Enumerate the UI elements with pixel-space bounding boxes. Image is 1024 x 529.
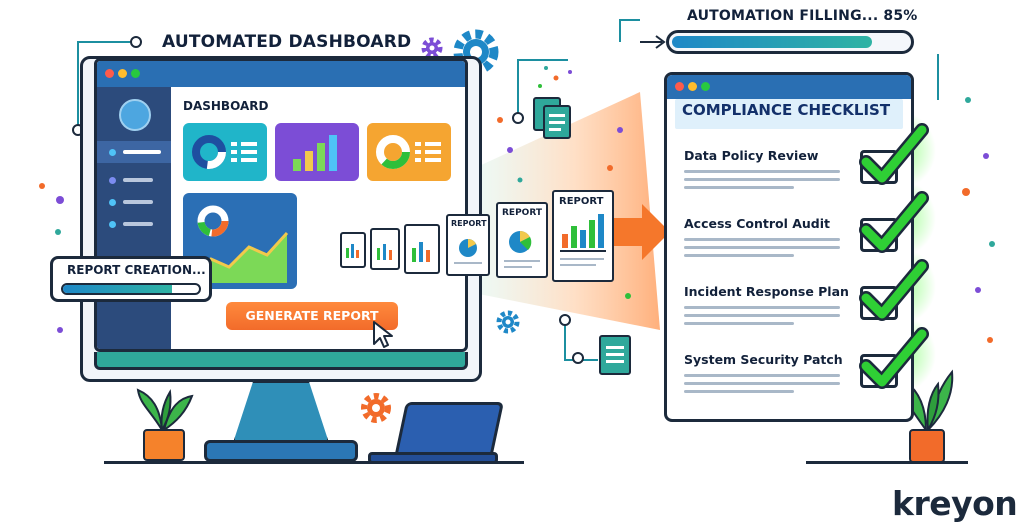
- dashboard-sidebar: [97, 87, 171, 349]
- donut-chart-icon-orange: [376, 135, 441, 169]
- report-document-label: REPORT: [502, 208, 542, 218]
- report-document-md: REPORT: [446, 214, 490, 276]
- monitor-bezel-bottom: [94, 352, 468, 370]
- card-bar-chart[interactable]: [275, 123, 359, 181]
- checklist-item-line: [684, 254, 794, 257]
- gear-icon-small: [421, 37, 443, 59]
- checklist-item-line: [684, 238, 840, 241]
- report-creation-progress-bar: [61, 283, 201, 295]
- checklist-item-line: [684, 374, 840, 377]
- report-creation-widget: REPORT CREATION...: [50, 256, 212, 302]
- checklist-item-line: [684, 186, 794, 189]
- report-creation-label: REPORT CREATION...: [67, 263, 206, 277]
- dashboard-screen: DASHBOARD: [94, 58, 468, 352]
- laptop-screen: [394, 402, 504, 458]
- report-document-sm: [404, 224, 440, 274]
- window-maximize-dot[interactable]: [131, 69, 140, 78]
- automation-progress-bar: [666, 30, 914, 54]
- bar-chart-icon: [293, 135, 337, 171]
- checklist-item-line: [684, 246, 840, 249]
- desk-line: [104, 461, 524, 464]
- sidebar-item[interactable]: [97, 171, 171, 189]
- checkmarks: [859, 123, 929, 389]
- checklist-item-line: [684, 306, 840, 309]
- checklist-item-line: [684, 390, 794, 393]
- checklist-item-label: Access Control Audit: [684, 216, 831, 231]
- brand-logo: kreyon: [892, 484, 1018, 523]
- sidebar-item[interactable]: [97, 215, 171, 233]
- checklist-item-label: Incident Response Plan: [684, 284, 849, 299]
- checklist-item-line: [684, 314, 840, 317]
- dashboard-heading: DASHBOARD: [183, 99, 269, 113]
- checklist-item-line: [684, 382, 840, 385]
- sidebar-item-active[interactable]: [97, 141, 171, 163]
- automation-progress-fill: [672, 36, 872, 48]
- window-minimize-dot[interactable]: [688, 82, 697, 91]
- window-title-bar: [97, 61, 465, 87]
- card-donut-chart[interactable]: [367, 123, 451, 181]
- plant-icon-left: [136, 388, 194, 461]
- automation-filling-label: AUTOMATION FILLING... 85%: [687, 8, 918, 24]
- mouse-cursor-icon: [373, 321, 393, 348]
- donut-chart-icon: [192, 135, 257, 169]
- user-avatar-icon[interactable]: [119, 99, 151, 131]
- window-close-dot[interactable]: [675, 82, 684, 91]
- card-area-chart[interactable]: [183, 193, 297, 289]
- window-maximize-dot[interactable]: [701, 82, 710, 91]
- sidebar-item[interactable]: [97, 193, 171, 211]
- checklist-title-bar: [667, 75, 911, 99]
- area-chart-icon: [189, 205, 289, 283]
- desk-line-right: [806, 461, 968, 464]
- generate-report-button[interactable]: GENERATE REPORT: [226, 302, 398, 330]
- checklist-item-line: [684, 322, 794, 325]
- laptop-base: [368, 452, 498, 464]
- flow-arrow-icon: [610, 204, 670, 260]
- checklist-item-line: [684, 178, 840, 181]
- report-document-xs-2: [370, 228, 400, 270]
- window-close-dot[interactable]: [105, 69, 114, 78]
- checklist-item-label: System Security Patch: [684, 352, 843, 367]
- gear-icon-orange: [361, 393, 391, 423]
- report-document-label: REPORT: [451, 219, 487, 228]
- report-document-label: REPORT: [559, 196, 604, 207]
- document-icon: [599, 335, 631, 375]
- report-document-xs-1: [340, 232, 366, 268]
- monitor-base: [204, 440, 358, 462]
- checklist-item-label: Data Policy Review: [684, 148, 819, 163]
- checklist-item-line: [684, 170, 840, 173]
- report-document-xl: REPORT: [552, 190, 614, 282]
- compliance-checklist-title: COMPLIANCE CHECKLIST: [682, 101, 891, 119]
- automated-dashboard-title: AUTOMATED DASHBOARD: [162, 32, 412, 52]
- checklist-header-band: [675, 99, 903, 129]
- document-stack-icon: [533, 97, 571, 139]
- gear-icon-teal: [496, 310, 520, 334]
- report-document-lg: REPORT: [496, 202, 548, 278]
- report-creation-progress-fill: [63, 285, 172, 293]
- window-minimize-dot[interactable]: [118, 69, 127, 78]
- card-pie-chart[interactable]: [183, 123, 267, 181]
